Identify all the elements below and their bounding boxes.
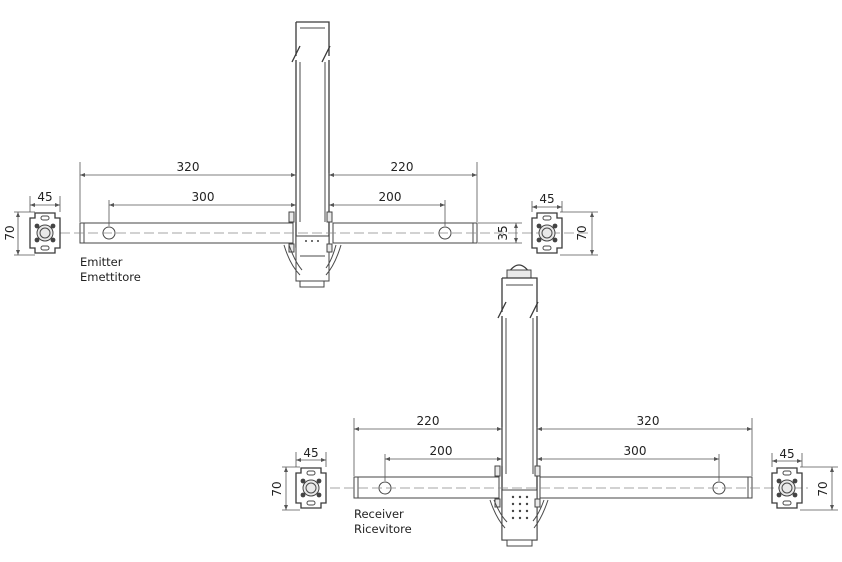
receiver-dim-right-inner: 300: [537, 444, 720, 481]
emitter-label-it: Emettitore: [80, 270, 141, 284]
emitter-bracket-left: 45 70: [3, 190, 61, 256]
emitter-dim-left-outer: 320: [79, 160, 297, 222]
emitter-dim-right-outer: 220: [328, 160, 478, 222]
emitter-column: [291, 21, 331, 288]
emitter-dim-left-inner-text: 300: [192, 190, 215, 204]
emitter-dim-left-inner: 300: [108, 190, 297, 226]
emitter-arm: [60, 211, 590, 276]
receiver-assembly: 220 200 320 300: [270, 264, 838, 547]
receiver-dim-right-outer-text: 320: [637, 414, 660, 428]
emitter-dim-height: 35: [478, 222, 522, 244]
receiver-dim-left-inner: 200: [384, 444, 502, 481]
receiver-bracket-right-width: 45: [779, 447, 794, 461]
receiver-label-en: Receiver: [354, 507, 404, 521]
receiver-label-it: Ricevitore: [354, 522, 412, 536]
emitter-bracket-left-width: 45: [37, 190, 52, 204]
receiver-dim-right-inner-text: 300: [624, 444, 647, 458]
emitter-dim-right-outer-text: 220: [391, 160, 414, 174]
receiver-dim-left-outer-text: 220: [417, 414, 440, 428]
emitter-dim-height-text: 35: [496, 225, 510, 240]
emitter-dim-left-outer-text: 320: [177, 160, 200, 174]
emitter-bracket-right-width: 45: [539, 192, 554, 206]
receiver-dim-right-outer: 320: [536, 414, 753, 476]
receiver-bracket-left: 45 70: [270, 446, 327, 511]
receiver-dim-left-inner-text: 200: [430, 444, 453, 458]
receiver-bracket-right-height: 70: [816, 481, 830, 496]
receiver-dim-left-outer: 220: [353, 414, 503, 476]
emitter-bracket-right-height: 70: [575, 225, 589, 240]
emitter-bracket-right: 45 70: [531, 192, 598, 256]
receiver-arm: [330, 465, 808, 529]
emitter-dim-right-inner: 200: [329, 190, 446, 226]
emitter-dim-right-inner-text: 200: [379, 190, 402, 204]
receiver-bracket-left-height: 70: [270, 481, 284, 496]
receiver-bracket-left-width: 45: [303, 446, 318, 460]
emitter-bracket-left-height: 70: [3, 225, 17, 240]
receiver-column: [497, 264, 539, 547]
emitter-label-en: Emitter: [80, 255, 123, 269]
emitter-assembly: 320 300 220 200: [3, 21, 598, 288]
receiver-bracket-right: 45 70: [771, 447, 838, 511]
